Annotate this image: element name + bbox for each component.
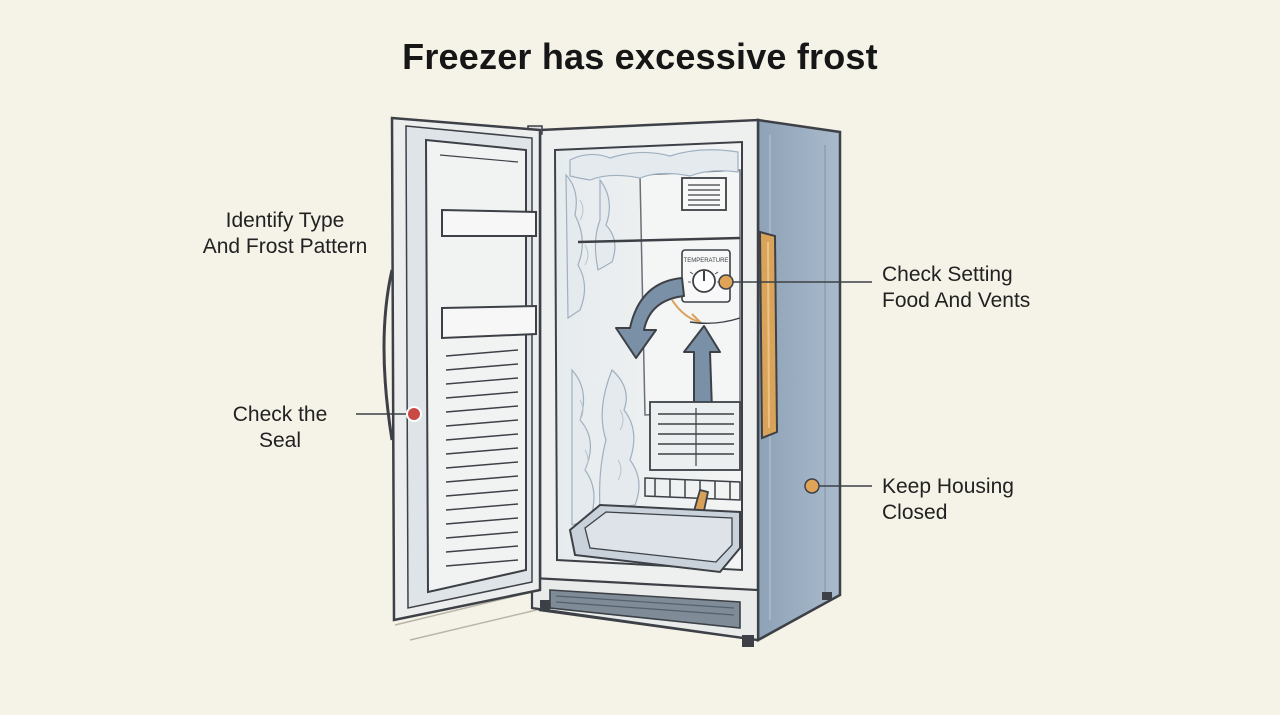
callout-housing-label: Keep Housing Closed xyxy=(882,474,1014,526)
airflow-arrow-down xyxy=(615,277,685,359)
wire-basket xyxy=(644,477,741,501)
drip-tray xyxy=(568,503,741,574)
callout-setting-line1: Check Setting xyxy=(882,263,1013,286)
temperature-control: TEMPERATURE xyxy=(681,249,731,303)
callout-identify-line1: Identify Type xyxy=(225,209,345,232)
callout-setting xyxy=(718,274,872,290)
airflow-swirl xyxy=(671,299,704,324)
dial-label: TEMPERATURE xyxy=(684,258,729,264)
callout-housing-line2: Closed xyxy=(882,501,948,524)
callout-seal-label: Check the Seal xyxy=(230,402,330,454)
seal-marker xyxy=(406,406,422,422)
callout-seal xyxy=(356,406,422,422)
side-handle xyxy=(758,230,779,440)
lower-vent-grille xyxy=(649,401,741,471)
top-vent xyxy=(681,177,727,211)
door-liner-ribs xyxy=(445,349,519,567)
base-kick-plate xyxy=(530,576,832,647)
airflow-arrow-up xyxy=(683,325,721,411)
callout-seal-line1: Check the xyxy=(232,403,328,426)
housing-marker xyxy=(804,478,820,494)
setting-marker xyxy=(718,274,734,290)
callout-housing-line1: Keep Housing xyxy=(882,475,1014,498)
door-shelves xyxy=(441,208,537,340)
page-title: Freezer has excessive frost xyxy=(402,36,878,77)
shelf-rail xyxy=(577,236,741,244)
door-handle xyxy=(382,269,394,441)
callout-identify-line2: And Frost Pattern xyxy=(202,235,368,258)
frost-buildup xyxy=(565,149,739,526)
callout-setting-line2: Food And Vents xyxy=(882,289,1031,312)
callout-seal-line2: Seal xyxy=(258,429,302,452)
callout-housing xyxy=(804,478,872,494)
callout-identify-label: Identify Type And Frost Pattern xyxy=(190,208,380,260)
callout-setting-label: Check Setting Food And Vents xyxy=(882,262,1030,314)
frost-texture xyxy=(579,199,624,481)
